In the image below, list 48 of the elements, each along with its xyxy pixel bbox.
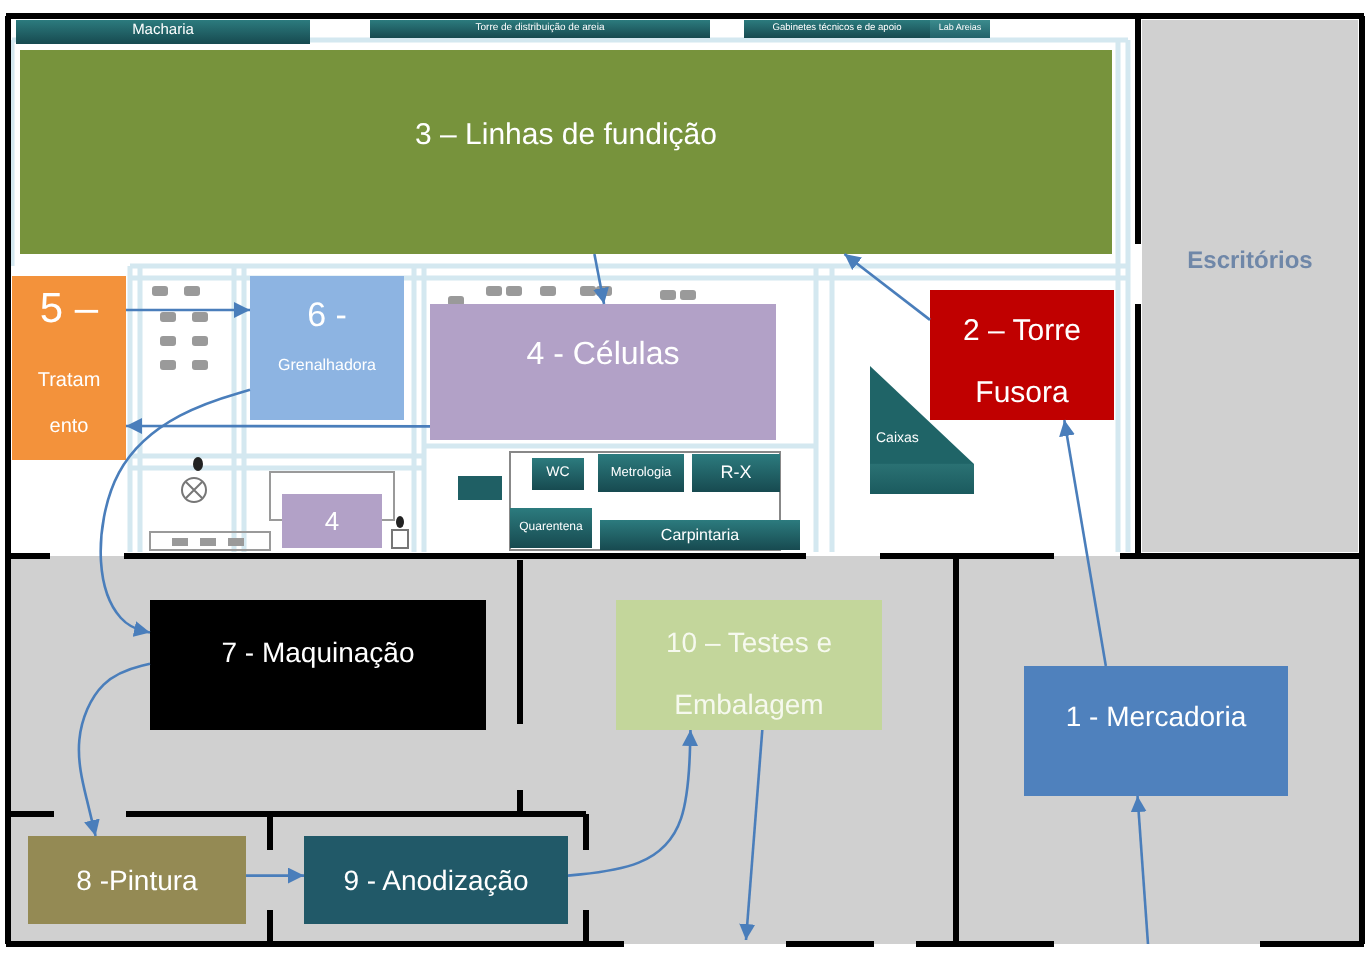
flow-arrow [99,388,251,637]
area-block [250,276,404,420]
room-block [598,454,684,492]
area-block [1024,666,1288,796]
room-bar [16,20,310,44]
area-label: 4 [324,504,340,540]
area-block [20,50,1112,254]
room-block [692,454,780,492]
room-label: R-X [720,460,752,486]
area-label: Tratamento [35,367,103,441]
area-block [430,304,776,440]
area-block [12,276,126,460]
area-block [616,600,882,730]
flow-arrow [843,252,931,321]
area-block [150,600,486,730]
area-number: 6 - [307,296,347,336]
area-block [28,836,246,924]
area-label: 3 – Linhas de fundição [415,118,717,154]
flow-arrow [1130,795,1150,945]
flow-arrow [739,729,764,941]
room-block [532,458,584,490]
area-block [930,290,1114,420]
area-label: 7 - Maquinação [221,635,415,669]
office-area [1142,20,1358,552]
area-label: 2 – Torre Fusora [961,311,1083,413]
flow-arrow [126,418,430,434]
area-label: 9 - Anodização [343,862,529,900]
area-label: 1 - Mercadoria [1065,699,1247,733]
area-block [282,494,382,548]
area-label: 8 -Pintura [76,862,198,900]
room-label: Carpintaria [660,524,740,548]
room-bar [744,20,930,38]
area-label: 4 - Células [526,336,680,376]
room-label: Escritórios [1187,246,1313,274]
area-label: 10 – Testes e Embalagem [663,623,835,724]
room-bar [930,20,990,38]
flow-arrow [593,253,609,305]
flow-arrow [567,729,699,877]
flow-arrow [1059,419,1108,667]
flow-arrow [77,662,151,837]
room-block [600,520,800,550]
area-label: Grenalhadora [278,356,376,376]
area-number: 5 – [39,286,99,334]
area-block [304,836,568,924]
flow-arrow [126,302,250,318]
room-block [510,508,592,548]
flow-arrow [246,867,304,884]
room-bar [370,20,710,38]
